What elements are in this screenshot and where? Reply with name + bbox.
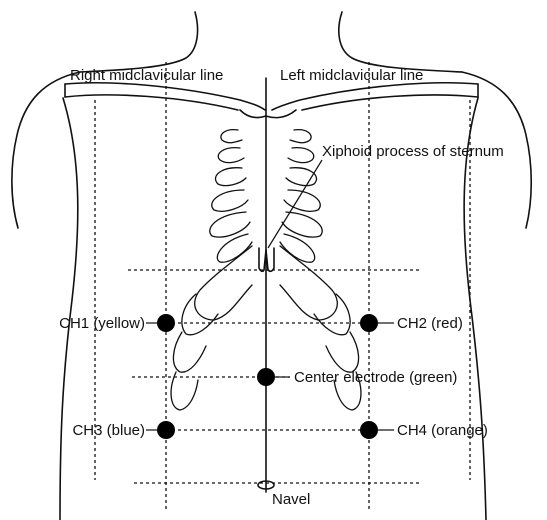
right-clavicle: [65, 83, 265, 110]
right-flank: [60, 98, 78, 520]
electrode-ch4: [360, 421, 378, 439]
left-flank: [464, 98, 486, 520]
manubrium: [240, 110, 296, 118]
midclavicular-lines: [95, 62, 470, 510]
left-clavicle: [272, 83, 478, 110]
label-right-midclavicular: Right midclavicular line: [70, 67, 223, 84]
label-ch2: CH2 (red): [397, 315, 463, 332]
label-ch1: CH1 (yellow): [59, 315, 145, 332]
clavicles: [65, 83, 478, 110]
label-navel: Navel: [272, 491, 310, 508]
right-shoulder-arm: [12, 72, 80, 228]
xiphoid-leader: [268, 160, 322, 248]
electrode-ch1: [157, 314, 175, 332]
label-xiphoid: Xiphoid process of sternum: [322, 143, 504, 160]
right-costal-margin: [195, 246, 252, 320]
label-left-midclavicular: Left midclavicular line: [280, 67, 423, 84]
torso-outline: [12, 12, 531, 520]
label-ch4: CH4 (orange): [397, 422, 488, 439]
left-costal-margin: [280, 246, 337, 320]
right-clavicle-lower: [65, 95, 238, 110]
neck-left: [80, 12, 198, 72]
label-center: Center electrode (green): [294, 369, 457, 386]
electrode-ch2: [360, 314, 378, 332]
leader-lines: [146, 160, 394, 430]
left-clavicle-lower: [302, 95, 478, 110]
electrode-center: [257, 368, 275, 386]
label-ch3: CH3 (blue): [72, 422, 145, 439]
neck-right: [339, 12, 462, 72]
electrode-ch3: [157, 421, 175, 439]
